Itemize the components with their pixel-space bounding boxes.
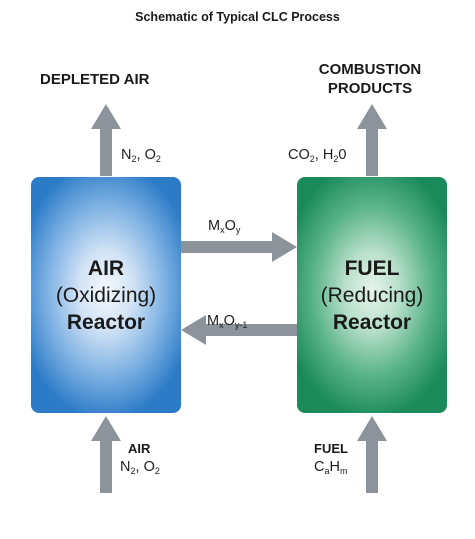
air-reactor-word: Reactor xyxy=(66,310,146,334)
formula-subscript: y xyxy=(235,225,241,235)
air-reactor: AIR (Oxidizing) Reactor xyxy=(31,177,181,413)
formula-element: C xyxy=(314,459,325,475)
oxidized-carrier-arrow xyxy=(181,232,297,262)
diagram-title: Schematic of Typical CLC Process xyxy=(135,10,340,24)
formula-element: O xyxy=(144,147,156,163)
combustion-products-line2: PRODUCTS xyxy=(327,80,413,97)
formula-element: H xyxy=(322,147,334,163)
air-input-label: AIR xyxy=(128,441,151,456)
oxidized-carrier-label: MxOy xyxy=(208,218,241,235)
formula-element: N xyxy=(120,459,131,475)
combustion-products-formula: CO2, H20 xyxy=(288,147,347,164)
air-reactor-subtitle: (Oxidizing) xyxy=(55,283,157,307)
reduced-carrier-label: MxOy-1 xyxy=(207,313,248,330)
formula-subscript: 2 xyxy=(131,154,137,164)
formula-subscript: x xyxy=(220,225,225,235)
formula-subscript: 2 xyxy=(309,154,315,164)
formula-element: O xyxy=(143,459,155,475)
formula-element: N xyxy=(121,147,132,163)
combustion-products-arrow xyxy=(357,104,387,176)
air-input-arrow xyxy=(91,416,121,493)
depleted-air-formula: N2, O2 xyxy=(121,147,161,164)
depleted-air-arrow xyxy=(91,104,121,176)
formula-element: 0 xyxy=(338,147,347,163)
fuel-reactor: FUEL (Reducing) Reactor xyxy=(297,177,447,413)
fuel-input-formula: CaHm xyxy=(314,459,348,476)
air-input-formula: N2, O2 xyxy=(120,459,160,476)
fuel-reactor-title: FUEL xyxy=(344,256,400,280)
formula-separator: , xyxy=(136,147,145,163)
formula-element: M xyxy=(207,313,220,329)
formula-subscript: 2 xyxy=(130,466,136,476)
formula-element: O xyxy=(224,218,236,234)
depleted-air-label: DEPLETED AIR xyxy=(40,71,150,88)
formula-subscript: m xyxy=(339,466,348,476)
formula-element: O xyxy=(223,313,235,329)
reduced-carrier-arrow xyxy=(181,315,297,345)
combustion-products-line1: COMBUSTION xyxy=(318,61,422,78)
formula-subscript: 2 xyxy=(333,154,339,164)
fuel-input-label: FUEL xyxy=(314,441,348,456)
formula-subscript: a xyxy=(324,466,330,476)
formula-subscript: 2 xyxy=(154,466,160,476)
formula-subscript: 2 xyxy=(155,154,161,164)
formula-separator: , xyxy=(314,147,323,163)
formula-subscript: y-1 xyxy=(234,320,248,330)
formula-element: M xyxy=(208,218,221,234)
formula-subscript: x xyxy=(219,320,224,330)
formula-separator: , xyxy=(135,459,144,475)
fuel-reactor-word: Reactor xyxy=(332,310,412,334)
formula-element: H xyxy=(329,459,340,475)
combustion-products-label: COMBUSTION PRODUCTS xyxy=(307,60,433,98)
fuel-input-arrow xyxy=(357,416,387,493)
fuel-reactor-subtitle: (Reducing) xyxy=(320,283,424,307)
air-reactor-title: AIR xyxy=(87,256,125,280)
formula-element: CO xyxy=(288,147,310,163)
